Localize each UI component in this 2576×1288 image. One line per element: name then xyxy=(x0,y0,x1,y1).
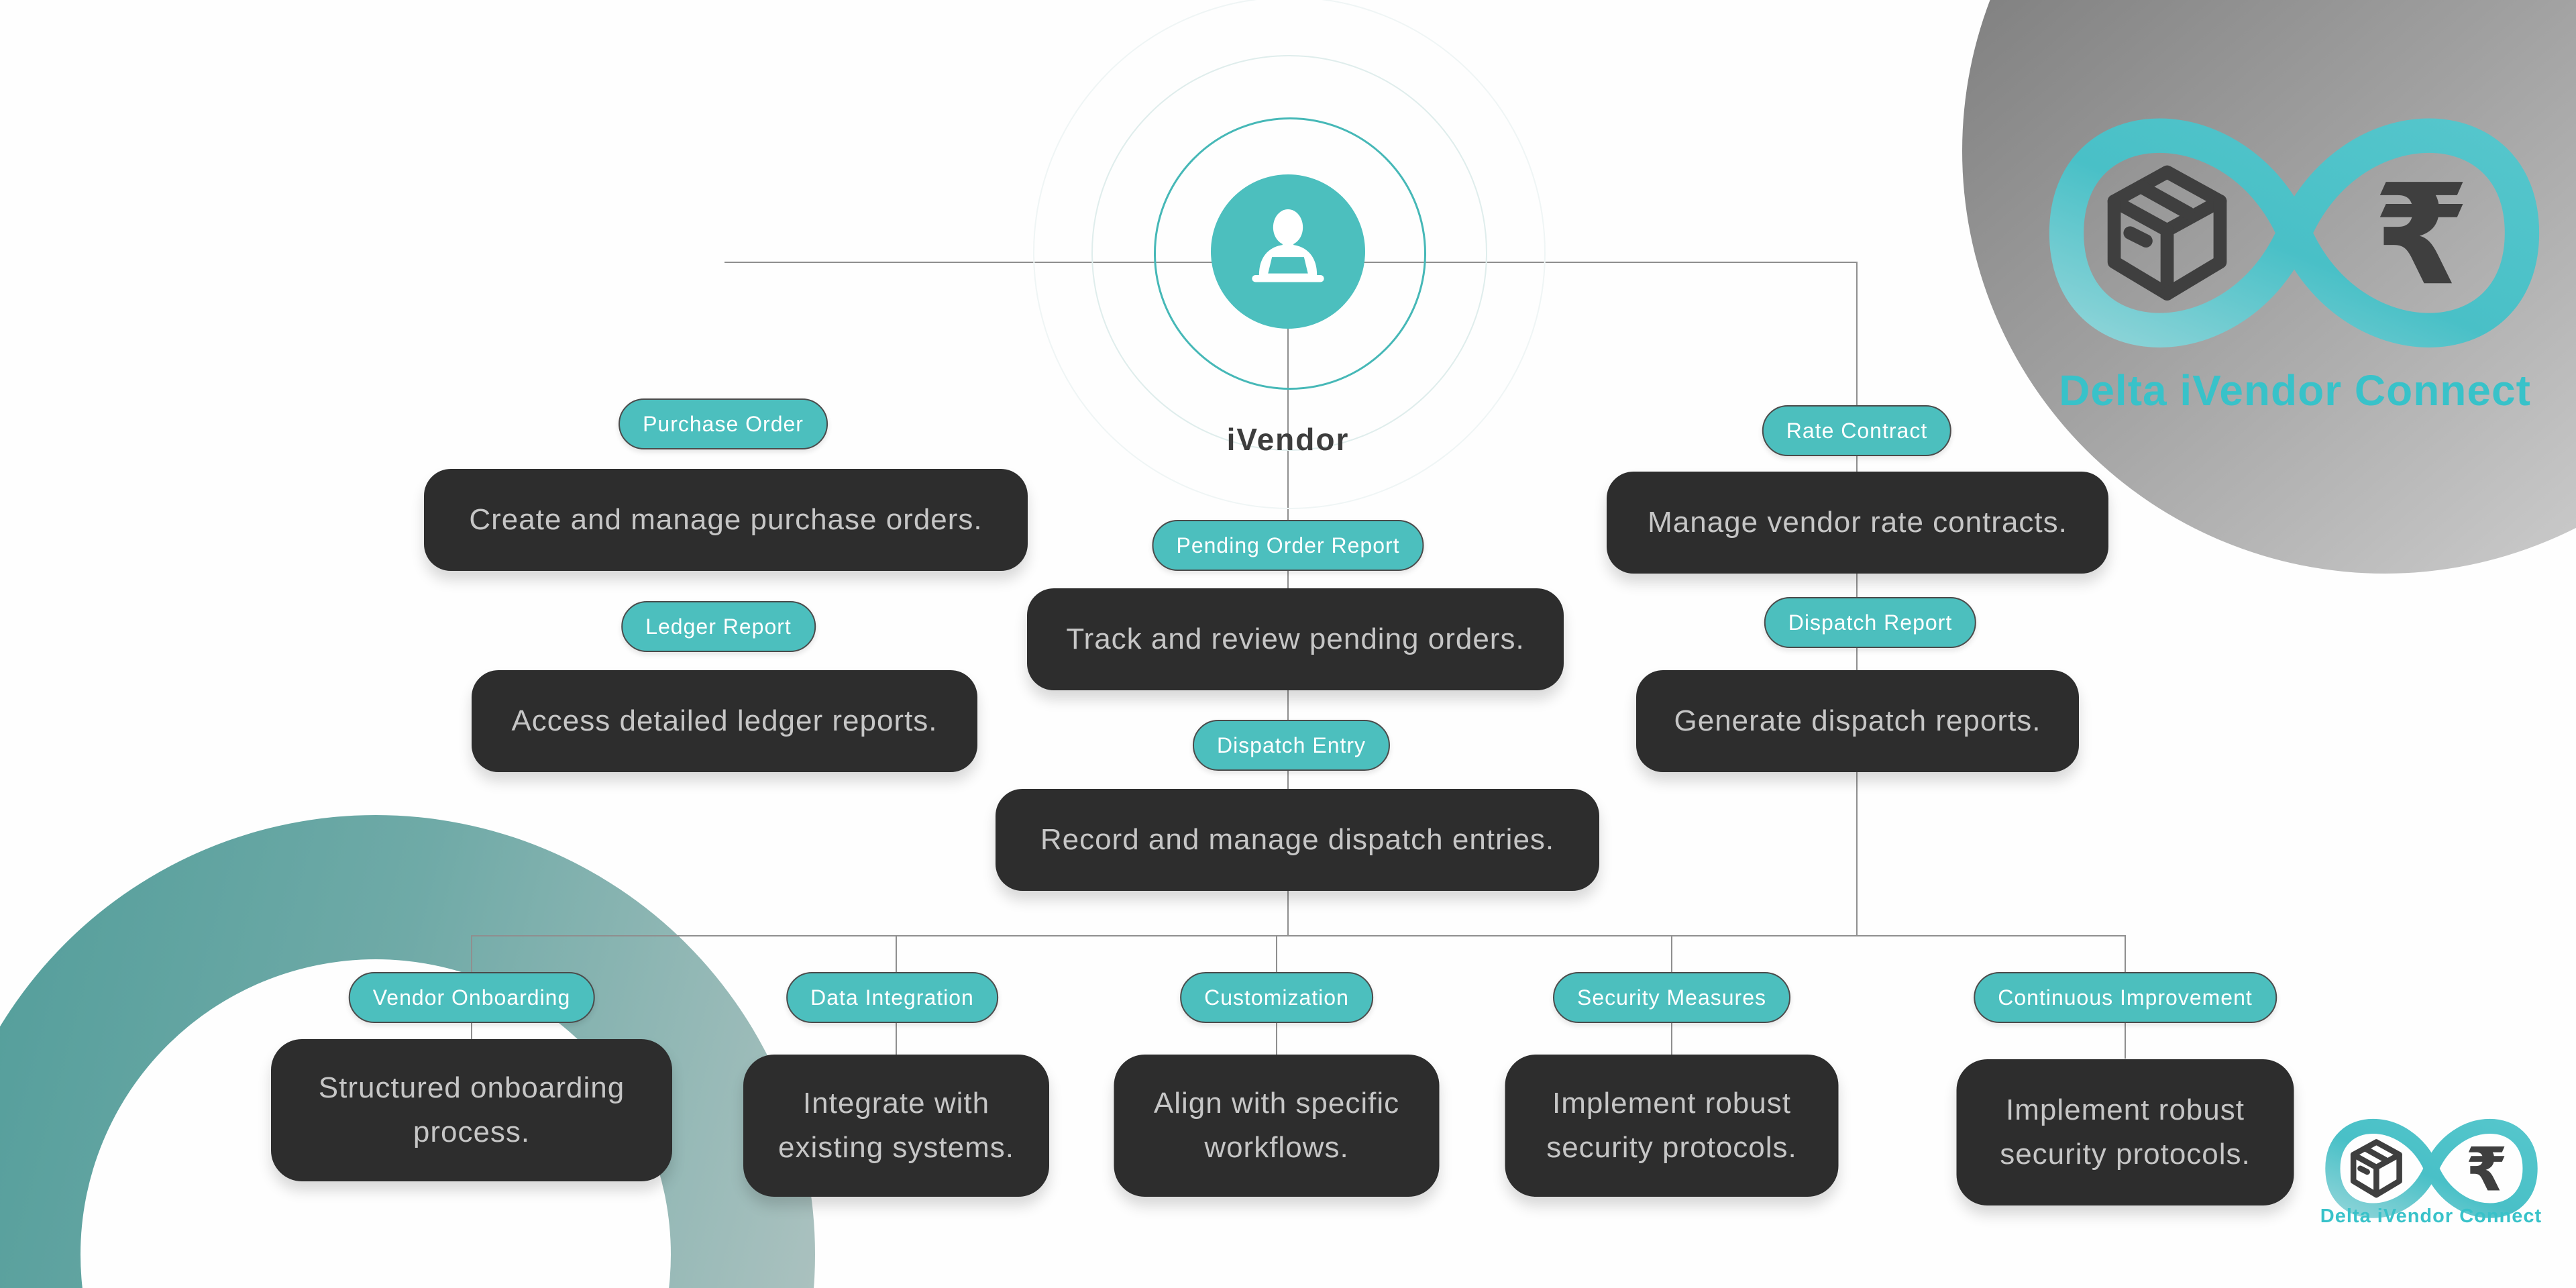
pill-data-integration: Data Integration xyxy=(786,972,998,1023)
infinity-icon xyxy=(2049,118,2540,347)
package-icon xyxy=(2350,1139,2402,1198)
root-ring-outer xyxy=(1033,0,1546,509)
card-text: Manage vendor rate contracts. xyxy=(1648,506,2068,539)
pill-label: Continuous Improvement xyxy=(1998,985,2253,1010)
card-text: Align with specific workflows. xyxy=(1153,1087,1400,1164)
card-ledger-report: Access detailed ledger reports. xyxy=(472,670,977,772)
person-at-laptop-icon xyxy=(1252,209,1324,282)
pill-label: Dispatch Entry xyxy=(1216,733,1366,757)
rupee-icon: ₹ xyxy=(2465,1135,2507,1205)
root-ring-inner xyxy=(1154,117,1426,390)
pill-rate-contract: Rate Contract xyxy=(1762,405,1952,456)
card-text: Structured onboarding process. xyxy=(318,1071,625,1148)
card-security-measures: Implement robust security protocols. xyxy=(1505,1055,1839,1197)
root-node xyxy=(1211,174,1365,329)
pill-ledger-report: Ledger Report xyxy=(621,601,816,652)
pill-dispatch-report: Dispatch Report xyxy=(1764,597,1977,648)
pill-label: Rate Contract xyxy=(1786,418,1928,443)
card-rate-contract: Manage vendor rate contracts. xyxy=(1607,472,2108,574)
card-text: Record and manage dispatch entries. xyxy=(1040,823,1555,856)
card-text: Track and review pending orders. xyxy=(1066,623,1525,655)
infinity-icon xyxy=(2325,1119,2538,1218)
card-data-integration: Integrate with existing systems. xyxy=(743,1055,1049,1197)
card-pending-order-report: Track and review pending orders. xyxy=(1027,588,1564,690)
connector-bottom-horizontal xyxy=(471,935,2125,936)
pill-label: Dispatch Report xyxy=(1788,610,1953,635)
card-text: Implement robust security protocols. xyxy=(2000,1093,2251,1171)
card-text: Generate dispatch reports. xyxy=(1674,704,2041,737)
pill-vendor-onboarding: Vendor Onboarding xyxy=(348,972,595,1023)
pill-label: Purchase Order xyxy=(643,411,804,436)
pill-label: Ledger Report xyxy=(645,614,792,639)
root-label: iVendor xyxy=(1226,422,1350,457)
pill-purchase-order: Purchase Order xyxy=(619,398,828,449)
pill-label: Security Measures xyxy=(1577,985,1766,1010)
package-icon xyxy=(2107,165,2227,301)
pill-continuous-improvement: Continuous Improvement xyxy=(1974,972,2277,1023)
card-text: Create and manage purchase orders. xyxy=(469,503,983,536)
card-text: Access detailed ledger reports. xyxy=(511,704,938,737)
card-text: Implement robust security protocols. xyxy=(1546,1087,1797,1164)
card-vendor-onboarding: Structured onboarding process. xyxy=(271,1039,672,1181)
brand-wordmark-large: Delta iVendor Connect xyxy=(2059,366,2531,415)
card-dispatch-report: Generate dispatch reports. xyxy=(1636,670,2079,772)
pill-pending-order-report: Pending Order Report xyxy=(1152,520,1424,571)
pill-label: Pending Order Report xyxy=(1176,533,1400,557)
root-ring-middle xyxy=(1091,55,1487,451)
card-purchase-order: Create and manage purchase orders. xyxy=(424,469,1028,571)
card-text: Integrate with existing systems. xyxy=(778,1087,1014,1164)
brand-wordmark-small: Delta iVendor Connect xyxy=(2320,1205,2542,1227)
card-dispatch-entry: Record and manage dispatch entries. xyxy=(996,789,1599,891)
pill-dispatch-entry: Dispatch Entry xyxy=(1192,720,1391,771)
rupee-icon: ₹ xyxy=(2373,154,2469,316)
brand-logo-small: ₹ xyxy=(2325,1119,2538,1218)
brand-logo-large: ₹ xyxy=(2049,118,2540,347)
pill-label: Customization xyxy=(1204,985,1349,1010)
pill-customization: Customization xyxy=(1180,972,1373,1023)
pill-label: Vendor Onboarding xyxy=(372,985,571,1010)
pill-security-measures: Security Measures xyxy=(1553,972,1790,1023)
card-continuous-improvement: Implement robust security protocols. xyxy=(1956,1059,2294,1205)
pill-label: Data Integration xyxy=(810,985,974,1010)
card-customization: Align with specific workflows. xyxy=(1114,1055,1440,1197)
